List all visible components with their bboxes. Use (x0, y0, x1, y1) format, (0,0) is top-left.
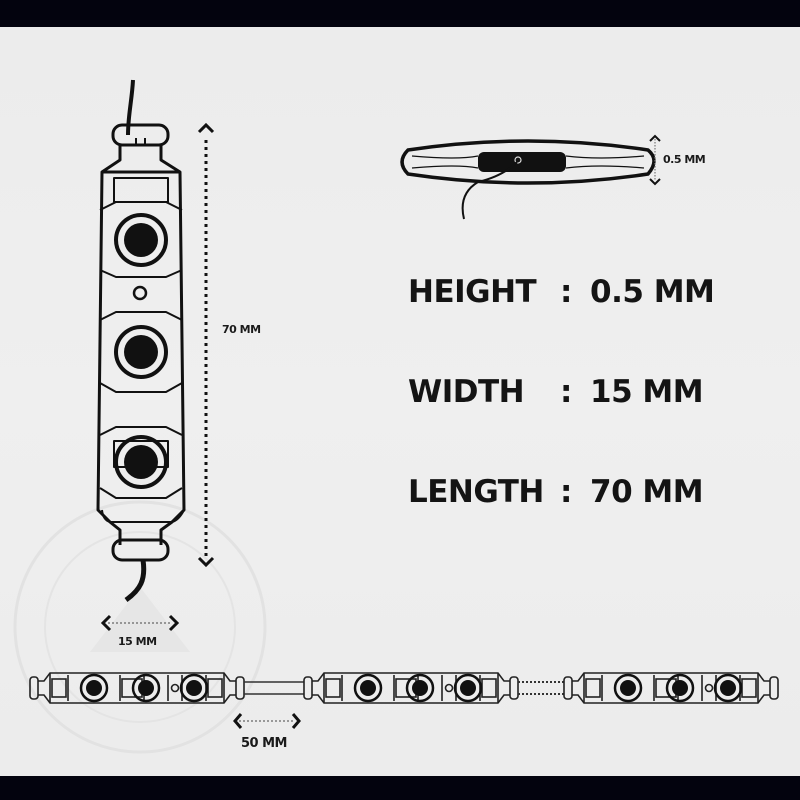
spec-row-height: HEIGHT : 0.5 MM (408, 274, 715, 310)
spacing-dimension-arrow-icon (233, 713, 301, 729)
height-dimension-arrow-icon (649, 134, 661, 186)
led-1-icon (114, 213, 168, 267)
top-frame-band (0, 0, 800, 27)
vertical-led-module-diagram (96, 79, 186, 603)
height-dimension-label: 0.5 MM (663, 153, 706, 166)
bottom-frame-band (0, 776, 800, 800)
module-chain-diagram (28, 671, 780, 705)
watermark-seal-icon (13, 500, 267, 754)
spec-separator: : (560, 474, 572, 510)
diagram-canvas: 70 MM 15 MM 0.5 MM HEIGHT : 0.5 MM WIDTH… (0, 27, 800, 776)
width-dimension-label: 15 MM (118, 635, 157, 648)
led-2-icon (114, 325, 168, 379)
spacing-dimension-label: 50 MM (241, 736, 288, 751)
width-dimension-arrow-icon (100, 614, 180, 632)
led-3-icon (114, 435, 168, 489)
spec-key: LENGTH (408, 474, 544, 510)
spec-row-length: LENGTH : 70 MM (408, 474, 704, 510)
spec-key: HEIGHT (408, 274, 537, 310)
spec-row-width: WIDTH : 15 MM (408, 374, 704, 410)
side-view-module-diagram (400, 139, 656, 220)
spec-value: 70 MM (590, 474, 704, 510)
length-dimension-label: 70 MM (222, 323, 261, 336)
spec-separator: : (560, 274, 572, 310)
spec-separator: : (560, 374, 572, 410)
spec-value: 0.5 MM (590, 274, 715, 310)
length-dimension-arrow-icon (197, 122, 215, 568)
spec-value: 15 MM (590, 374, 704, 410)
spec-key: WIDTH (408, 374, 525, 410)
